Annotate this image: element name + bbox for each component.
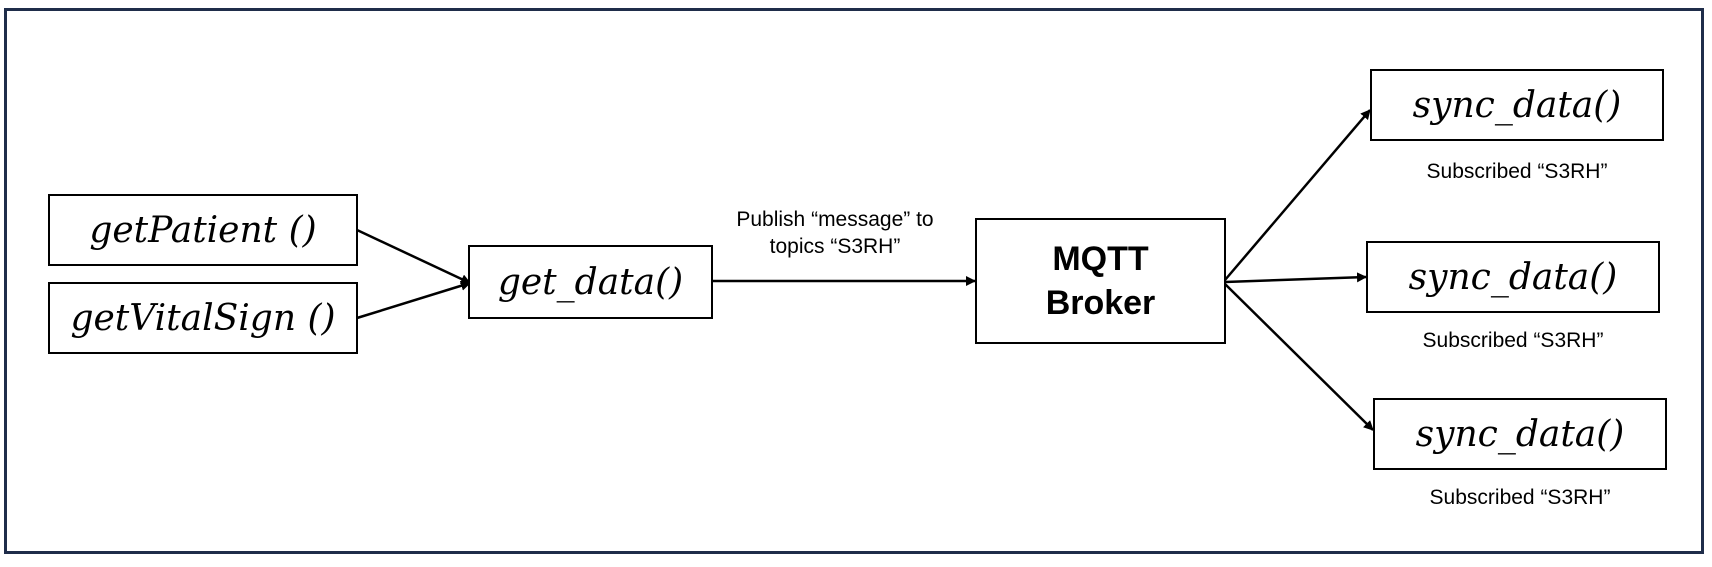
get-patient-label: getPatient () <box>89 209 317 251</box>
publish-label-line1: Publish “message” to <box>736 208 934 231</box>
get-data-node: get_data() <box>468 245 713 319</box>
sync-data-label-1: sync_data() <box>1412 84 1622 126</box>
broker-label-line2: Broker <box>1045 284 1156 322</box>
subscribed-label-3: Subscribed “S3RH” <box>1429 486 1611 509</box>
get-patient-node: getPatient () <box>48 194 358 266</box>
mqtt-broker-node: MQTT Broker <box>975 218 1226 344</box>
diagram-frame <box>4 8 1704 554</box>
sync-data-node-2: sync_data() <box>1366 241 1660 313</box>
subscribed-label-2: Subscribed “S3RH” <box>1422 329 1604 352</box>
sync-data-node-1: sync_data() <box>1370 69 1664 141</box>
publish-label: Publish “message” to topics “S3RH” <box>690 206 980 261</box>
sync-data-label-2: sync_data() <box>1408 256 1618 298</box>
arrow-broker-to-sync-1 <box>1224 109 1371 281</box>
subscribed-label-1: Subscribed “S3RH” <box>1426 160 1608 183</box>
arrow-broker-to-sync-2 <box>1224 272 1367 284</box>
broker-label-line1: MQTT <box>1052 239 1149 278</box>
get-vital-sign-node: getVitalSign () <box>48 282 358 354</box>
publish-label-line2: topics “S3RH” <box>769 235 901 259</box>
arrow-vital-to-get-data <box>356 280 471 320</box>
arrow-broker-to-sync-3 <box>1224 283 1374 431</box>
get-vital-sign-label: getVitalSign () <box>70 297 336 339</box>
sync-data-node-3: sync_data() <box>1373 398 1667 470</box>
sync-data-label-3: sync_data() <box>1415 413 1625 455</box>
get-data-label: get_data() <box>497 261 684 303</box>
arrow-patient-to-get-data <box>356 228 471 285</box>
